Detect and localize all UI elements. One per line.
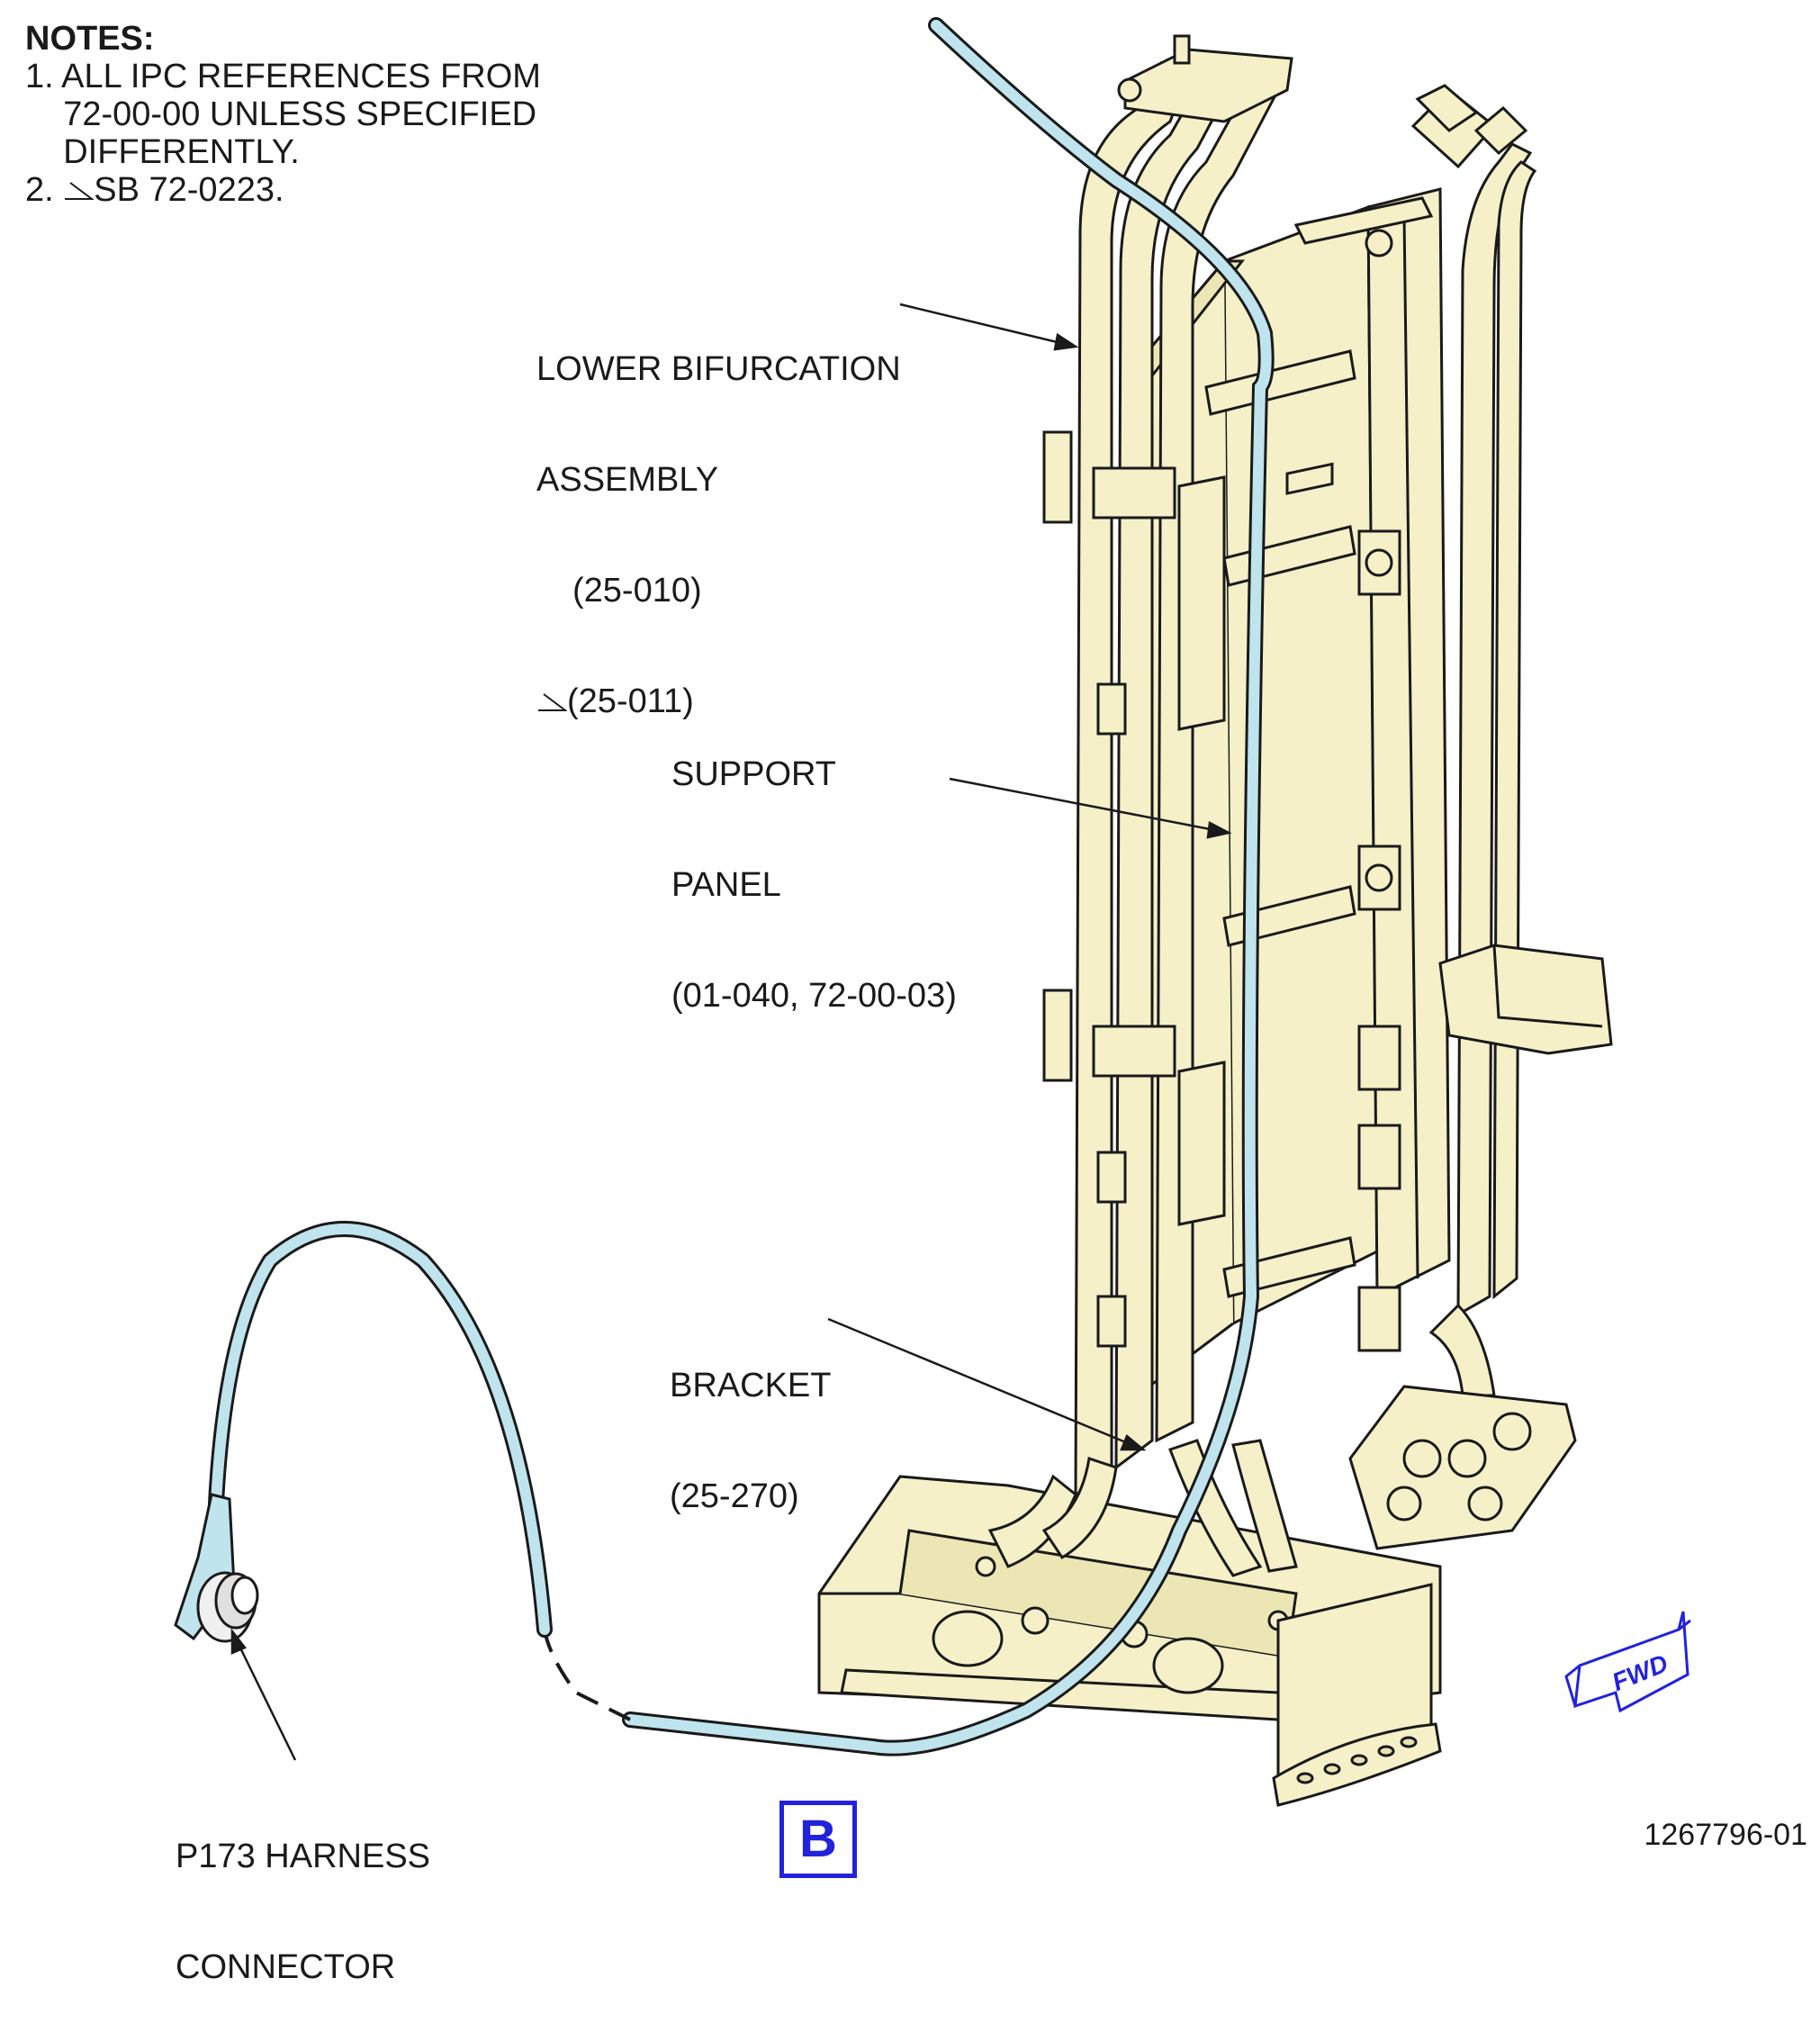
callout-bracket-line-1: BRACKET xyxy=(670,1367,832,1404)
note-2-number: 2. xyxy=(25,171,54,209)
left-clamps xyxy=(1042,430,1176,1348)
connector-plate xyxy=(1348,1385,1577,1550)
callout-support-panel-line-2: PANEL xyxy=(671,866,781,904)
p173-connector xyxy=(174,1493,259,1643)
callout-bracket: BRACKET (25-270) xyxy=(670,1294,831,1552)
callout-support-panel-line-1: SUPPORT xyxy=(671,755,837,793)
top-right-fittings xyxy=(1410,84,1528,169)
callout-connector-line-1: P173 HARNESS xyxy=(176,1838,431,1875)
callout-support-panel-line-3: (01-040, 72-00-03) xyxy=(671,977,957,1015)
callout-lower-bifurcation-line-3: (25-010) xyxy=(572,572,702,610)
fwd-arrow-icon xyxy=(1564,1611,1691,1713)
callout-lower-bifurcation-line-2: ASSEMBLY xyxy=(536,461,719,499)
callout-lower-bifurcation-line-4: (25-011) xyxy=(536,683,901,720)
shroud xyxy=(1272,1583,1442,1807)
callout-connector-line-2: CONNECTOR xyxy=(176,1948,396,1986)
note-1-line-3: DIFFERENTLY. xyxy=(25,133,300,171)
effectivity-triangle-icon xyxy=(536,691,567,712)
harness-cable xyxy=(208,17,1275,1757)
note-2-text: SB 72-0223. xyxy=(94,171,284,209)
note-2: 2. SB 72-0223. xyxy=(25,171,541,209)
view-label-box: B xyxy=(779,1801,857,1878)
callout-support-panel: SUPPORT PANEL (01-040, 72-00-03) xyxy=(671,682,957,1052)
upper-flange xyxy=(1117,34,1293,123)
notes-block: NOTES: 1. ALL IPC REFERENCES FROM 72-00-… xyxy=(25,20,541,209)
callout-bracket-line-2: (25-270) xyxy=(670,1477,799,1515)
callout-lower-bifurcation-line-1: LOWER BIFURCATION xyxy=(536,350,901,388)
callout-connector: P173 HARNESS CONNECTOR xyxy=(176,1765,430,2023)
assembly-drawing: FWD xyxy=(174,17,1691,1807)
right-clamp-blocks xyxy=(1357,229,1401,1352)
note-1-line-2: 72-00-00 UNLESS SPECIFIED xyxy=(25,95,537,133)
leader-lines xyxy=(230,303,1232,1761)
note-1-line-1: 1. ALL IPC REFERENCES FROM xyxy=(25,58,541,95)
effectivity-triangle-icon xyxy=(63,179,95,201)
callout-lower-bifurcation-ref: (25-011) xyxy=(567,682,694,720)
callout-lower-bifurcation: LOWER BIFURCATION ASSEMBLY (25-010) (25-… xyxy=(536,277,901,757)
side-bracket xyxy=(1438,944,1613,1055)
notes-title: NOTES: xyxy=(25,20,155,58)
figure-id: 1267796-01 xyxy=(1644,1818,1807,1852)
lower-tubes xyxy=(987,1439,1298,1577)
right-frame xyxy=(1293,187,1451,1299)
